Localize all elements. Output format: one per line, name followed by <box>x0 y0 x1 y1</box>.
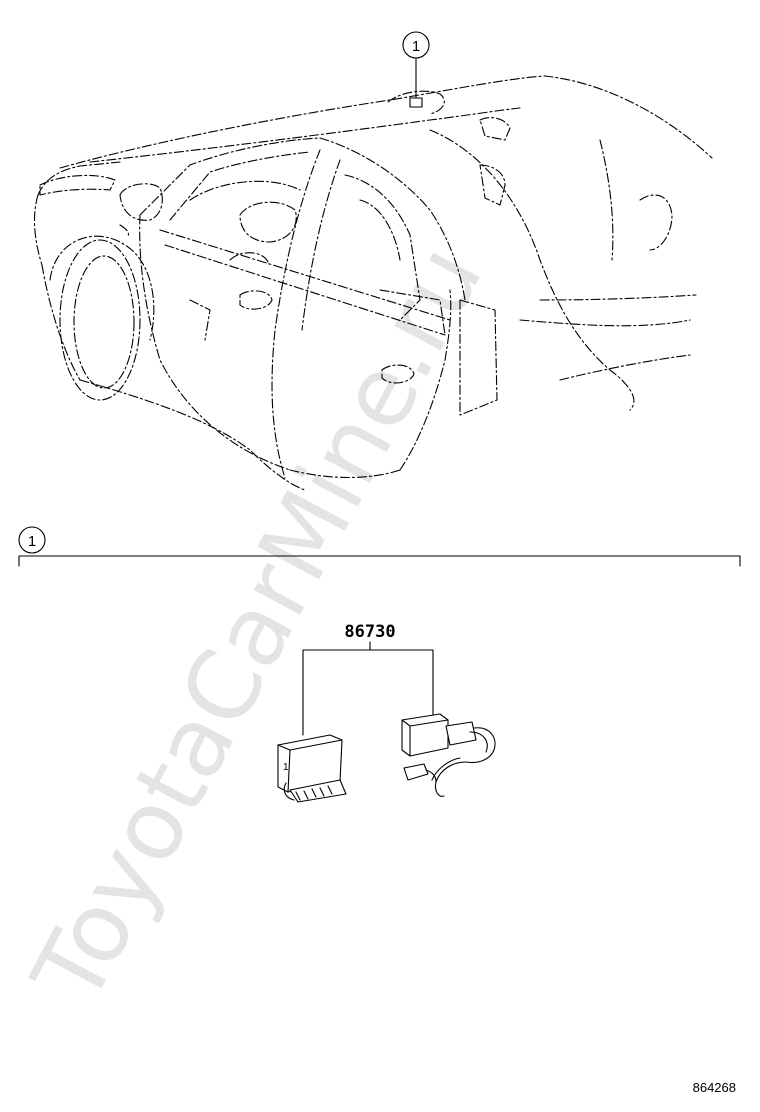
overview-callout-1: 1 <box>402 31 430 99</box>
section-callout-label: 1 <box>28 533 36 550</box>
vehicle-overview-illustration <box>34 75 713 491</box>
component-module-right <box>401 713 496 797</box>
svg-text:1: 1 <box>283 762 289 773</box>
part-location-marker <box>409 97 423 108</box>
watermark-text: ToyotaCarMine.ru <box>11 228 504 1022</box>
illustration-code: 864268 <box>693 1080 736 1095</box>
part-86730-callout: 86730 <box>302 622 434 736</box>
watermark: ToyotaCarMine.ru <box>11 228 504 1022</box>
part-number-label: 86730 <box>344 622 395 642</box>
section-header-1: 1 <box>18 526 741 567</box>
component-module-left: 1 <box>277 734 347 803</box>
overview-callout-label: 1 <box>412 38 420 55</box>
